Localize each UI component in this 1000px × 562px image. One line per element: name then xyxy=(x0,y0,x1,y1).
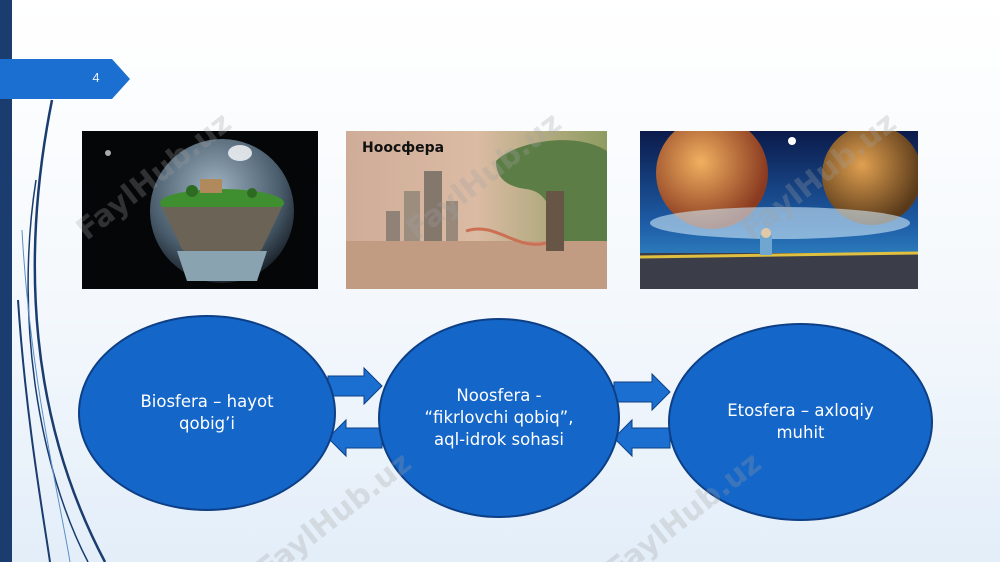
biosphere-node: Biosfera – hayot qobig’i xyxy=(78,315,336,511)
noosphere-label-line2: “fikrlovchi qobiq”, xyxy=(424,407,574,427)
page-number: 4 xyxy=(92,70,100,85)
noosphere-image: Ноосфера xyxy=(346,131,607,289)
noosphere-label-line1: Noosfera - xyxy=(456,385,542,405)
noosphere-label-line3: aql-idrok sohasi xyxy=(434,430,564,450)
biosphere-label-line2: qobig’i xyxy=(179,414,235,433)
ethosphere-label-line2: muhit xyxy=(776,423,825,442)
arrow-left-1 xyxy=(327,418,383,458)
noosphere-node: Noosfera - “fikrlovchi qobiq”, aql-idrok… xyxy=(378,318,620,518)
arrow-right-2 xyxy=(613,372,671,412)
biosphere-label-line1: Biosfera – hayot xyxy=(140,391,274,411)
biosphere-image xyxy=(82,131,318,289)
ethosphere-node: Etosfera – axloqiy muhit xyxy=(668,323,933,521)
noosphere-caption: Ноосфера xyxy=(362,140,445,156)
arrow-left-2 xyxy=(613,418,671,458)
ethosphere-label-line1: Etosfera – axloqiy xyxy=(727,400,874,420)
ethosphere-image xyxy=(640,131,918,289)
page-number-tab xyxy=(0,59,130,99)
left-sidebar-bar xyxy=(0,0,12,562)
decorative-curves xyxy=(17,99,107,562)
